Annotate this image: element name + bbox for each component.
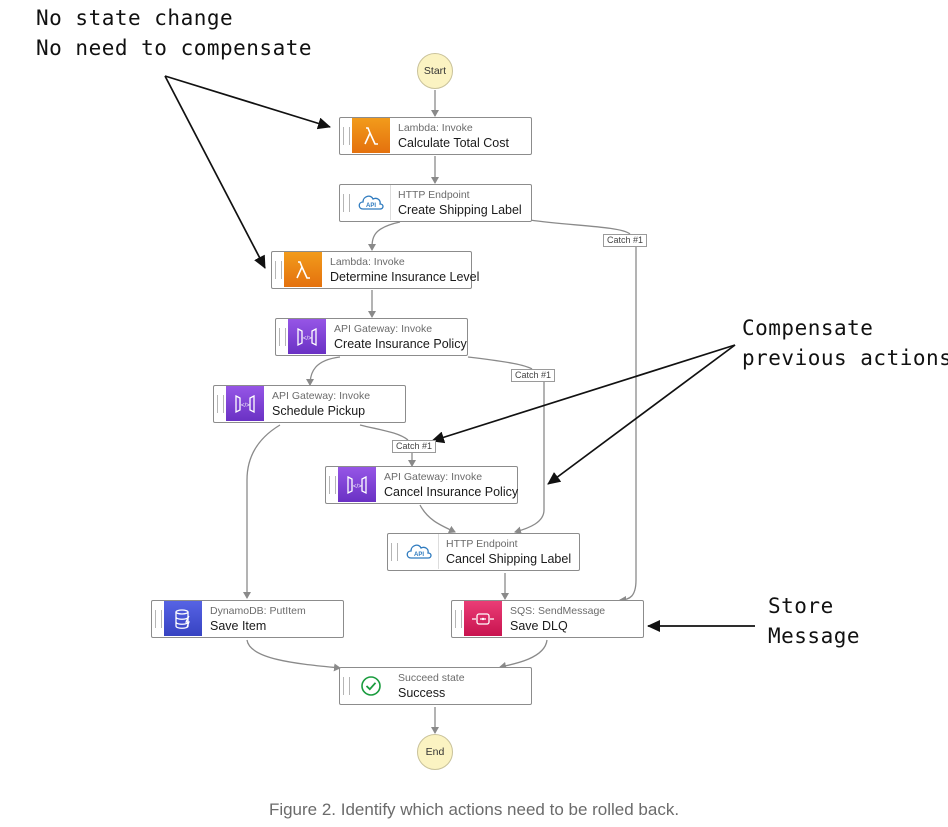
edge-pickup-catch	[359, 424, 409, 441]
arrow-to-determine	[164, 75, 266, 269]
state-type: HTTP Endpoint	[446, 538, 518, 550]
end-label: End	[425, 746, 445, 758]
catch-label-insurance[interactable]: Catch #1	[511, 369, 556, 382]
edge-ship-catch-down	[619, 246, 637, 604]
start-node[interactable]: Start	[417, 53, 453, 89]
edge-pickup-saveitem	[243, 424, 281, 599]
edge-create-catch	[467, 356, 533, 370]
state-create-shipping-label[interactable]: API HTTP Endpoint Create Shipping Label	[339, 184, 532, 222]
api-cloud-icon: API	[400, 534, 439, 569]
api-gateway-icon: </>	[288, 319, 326, 354]
drag-handle[interactable]	[329, 476, 336, 494]
drag-handle[interactable]	[343, 677, 350, 695]
annotation-store: Store	[768, 594, 834, 618]
annotation-message: Message	[768, 624, 861, 648]
annotation-no-state-change: No state change	[36, 6, 234, 30]
edge-create-pickup	[306, 356, 341, 386]
state-type: Lambda: Invoke	[330, 256, 405, 268]
drag-handle[interactable]	[455, 610, 462, 628]
check-circle-icon	[352, 668, 390, 703]
state-determine-insurance-level[interactable]: Lambda: Invoke Determine Insurance Level	[271, 251, 479, 289]
state-name: Determine Insurance Level	[330, 270, 480, 284]
state-success[interactable]: Succeed state Success	[339, 667, 532, 705]
workflow-edges	[243, 90, 637, 734]
edge-dlq-success	[499, 639, 548, 670]
state-type: Lambda: Invoke	[398, 122, 473, 134]
state-calculate-total-cost[interactable]: Lambda: Invoke Calculate Total Cost	[339, 117, 532, 155]
state-save-item[interactable]: DynamoDB: PutItem Save Item	[151, 600, 344, 638]
state-name: Cancel Insurance Policy	[384, 485, 519, 499]
api-gateway-icon: </>	[338, 467, 376, 502]
arrow-to-catch	[431, 344, 736, 444]
drag-handle[interactable]	[391, 543, 398, 561]
state-name: Create Shipping Label	[398, 203, 522, 217]
svg-text:</>: </>	[353, 484, 362, 490]
state-name: Schedule Pickup	[272, 404, 366, 418]
drag-handle[interactable]	[343, 194, 350, 212]
api-gateway-icon: </>	[226, 386, 264, 421]
state-type: Succeed state	[398, 672, 465, 684]
figure-caption: Figure 2. Identify which actions need to…	[268, 800, 680, 819]
edge-saveitem-success	[246, 639, 341, 672]
state-name: Calculate Total Cost	[398, 136, 509, 150]
drag-handle[interactable]	[155, 610, 162, 628]
edge-ship-insurance	[368, 221, 401, 251]
state-type: SQS: SendMessage	[510, 605, 606, 617]
state-cancel-shipping-label[interactable]: API HTTP Endpoint Cancel Shipping Label	[387, 533, 580, 571]
edge-ship-catch	[529, 219, 631, 235]
lambda-icon	[284, 252, 322, 287]
svg-text:</>: </>	[303, 336, 312, 342]
handwritten-arrows	[164, 75, 755, 632]
arrow-to-calculate	[164, 75, 331, 130]
drag-handle[interactable]	[217, 395, 224, 413]
state-name: Success	[398, 686, 446, 700]
svg-text:API: API	[366, 203, 376, 209]
state-cancel-insurance-policy[interactable]: </> API Gateway: Invoke Cancel Insurance…	[325, 466, 518, 504]
state-type: HTTP Endpoint	[398, 189, 470, 201]
edge-create-catch-down	[514, 381, 545, 535]
svg-text:API: API	[414, 552, 424, 558]
state-create-insurance-policy[interactable]: </> API Gateway: Invoke Create Insurance…	[275, 318, 468, 356]
state-name: Create Insurance Policy	[334, 337, 467, 351]
state-type: API Gateway: Invoke	[272, 390, 371, 402]
sqs-icon	[464, 601, 502, 636]
start-label: Start	[423, 65, 447, 77]
state-name: Save Item	[210, 619, 267, 633]
state-type: API Gateway: Invoke	[334, 323, 433, 335]
svg-text:</>: </>	[241, 403, 250, 409]
dynamodb-icon	[164, 601, 202, 636]
arrow-to-cancel-insurance	[547, 344, 736, 485]
state-name: Save DLQ	[510, 619, 568, 633]
catch-label-pickup[interactable]: Catch #1	[392, 440, 437, 453]
drag-handle[interactable]	[275, 261, 282, 279]
api-cloud-icon: API	[352, 185, 391, 220]
state-type: DynamoDB: PutItem	[210, 605, 306, 617]
annotation-no-need-to-compensate: No need to compensate	[36, 36, 313, 60]
end-node[interactable]: End	[417, 734, 453, 770]
catch-label-shipping[interactable]: Catch #1	[603, 234, 648, 247]
state-name: Cancel Shipping Label	[446, 552, 572, 566]
state-schedule-pickup[interactable]: </> API Gateway: Invoke Schedule Pickup	[213, 385, 406, 423]
lambda-icon	[352, 118, 390, 153]
edge-cancelins-cancelship	[419, 504, 456, 534]
annotation-compensate: Compensate	[742, 316, 874, 340]
drag-handle[interactable]	[343, 127, 350, 145]
state-type: API Gateway: Invoke	[384, 471, 483, 483]
drag-handle[interactable]	[279, 328, 286, 346]
annotation-previous-actions: previous actions	[742, 346, 948, 370]
state-save-dlq[interactable]: SQS: SendMessage Save DLQ	[451, 600, 644, 638]
